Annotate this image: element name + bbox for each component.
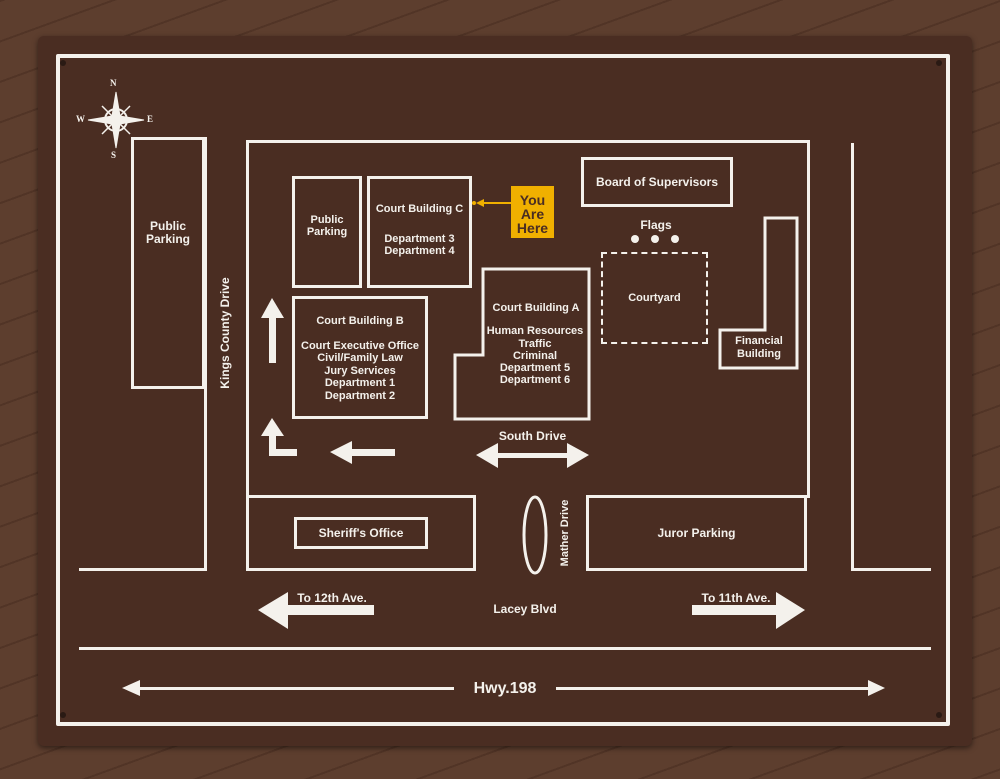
campus-edge-right bbox=[807, 140, 810, 498]
arrow-to-11th-icon bbox=[692, 592, 805, 629]
to-11th-ave-label: To 11th Ave. bbox=[701, 591, 771, 605]
compass-s: S bbox=[111, 150, 117, 160]
screw-icon bbox=[60, 712, 66, 718]
public-parking-inner: Public Parking bbox=[292, 176, 362, 288]
you-are-here-marker: You Are Here bbox=[511, 186, 554, 238]
court-building-b-title: Court Building B bbox=[316, 315, 404, 327]
board-of-supervisors: Board of Supervisors bbox=[581, 157, 733, 207]
screw-icon bbox=[60, 60, 66, 66]
you-are-here-line: You bbox=[519, 191, 546, 208]
courtyard: Courtyard bbox=[601, 252, 708, 344]
flag-icon bbox=[651, 235, 659, 243]
south-drive-double-arrow-icon bbox=[476, 443, 589, 468]
compass-w: W bbox=[76, 114, 85, 124]
flags-label: Flags bbox=[640, 218, 672, 232]
court-building-a-item: Traffic bbox=[518, 338, 552, 350]
arrow-up-icon bbox=[261, 298, 284, 363]
lacey-blvd-label: Lacey Blvd bbox=[493, 602, 557, 616]
court-building-a-item: Human Resources bbox=[486, 325, 584, 337]
screw-icon bbox=[936, 60, 942, 66]
road-edge bbox=[851, 568, 931, 571]
kings-county-drive-edge bbox=[204, 137, 207, 571]
arrow-to-12th-icon bbox=[258, 592, 374, 629]
court-building-b-item: Jury Services bbox=[324, 364, 396, 377]
arrow-left-icon bbox=[330, 441, 395, 464]
sheriff-block: Sheriff's Office bbox=[246, 495, 476, 571]
south-drive-label: South Drive bbox=[498, 429, 567, 443]
median-island bbox=[522, 495, 548, 575]
court-building-c-dept: Department 3 bbox=[384, 232, 455, 245]
court-building-b-item: Department 1 bbox=[324, 377, 396, 389]
court-building-b: Court Building B Court Executive Office … bbox=[292, 296, 428, 419]
board-of-supervisors-label: Board of Supervisors bbox=[595, 174, 719, 189]
juror-parking-label: Juror Parking bbox=[657, 525, 736, 540]
court-building-b-item: Civil/Family Law bbox=[317, 352, 403, 364]
flag-icon bbox=[671, 235, 679, 243]
sign-border bbox=[56, 54, 950, 726]
compass-n: N bbox=[110, 78, 117, 88]
hwy-198-arrow-icon bbox=[122, 680, 885, 696]
court-building-a-title: Court Building A bbox=[492, 302, 580, 314]
to-12th-ave-label: To 12th Ave. bbox=[297, 591, 367, 605]
road-edge bbox=[79, 568, 207, 571]
court-building-a-item: Criminal bbox=[512, 350, 557, 362]
sheriffs-office: Sheriff's Office bbox=[294, 517, 428, 549]
campus-edge-top bbox=[246, 140, 810, 143]
sheriffs-office-label: Sheriff's Office bbox=[318, 525, 404, 540]
you-are-here-line: Are bbox=[520, 205, 545, 222]
court-building-b-item: Department 2 bbox=[324, 389, 396, 402]
road-edge-right bbox=[851, 143, 854, 571]
court-building-c: Court Building C Department 3 Department… bbox=[367, 176, 472, 288]
mather-drive-label: Mather Drive bbox=[559, 499, 571, 567]
screw-icon bbox=[936, 712, 942, 718]
juror-parking: Juror Parking bbox=[586, 495, 807, 571]
campus-edge-left bbox=[246, 140, 249, 498]
you-are-here-line: Here bbox=[516, 219, 549, 236]
hwy-198-label: Hwy.198 bbox=[473, 680, 537, 697]
compass-e: E bbox=[147, 114, 154, 124]
court-building-a-item: Department 5 bbox=[499, 362, 571, 374]
court-building-c-title: Court Building C bbox=[375, 203, 464, 215]
financial-building-label: Financial Building bbox=[735, 335, 783, 360]
public-parking-left-label: Public Parking bbox=[145, 219, 190, 246]
public-parking-left: Public Parking bbox=[131, 137, 205, 389]
court-building-c-dept: Department 4 bbox=[384, 245, 455, 257]
court-building-b-item: Court Executive Office bbox=[301, 339, 419, 352]
court-building-a-item: Department 6 bbox=[499, 374, 571, 386]
courtyard-label: Courtyard bbox=[628, 291, 681, 304]
map-sign bbox=[38, 36, 972, 746]
arrow-turn-icon bbox=[261, 418, 297, 456]
flag-icon bbox=[631, 235, 639, 243]
public-parking-inner-label: Public Parking bbox=[306, 213, 348, 239]
hwy-edge bbox=[79, 647, 931, 650]
